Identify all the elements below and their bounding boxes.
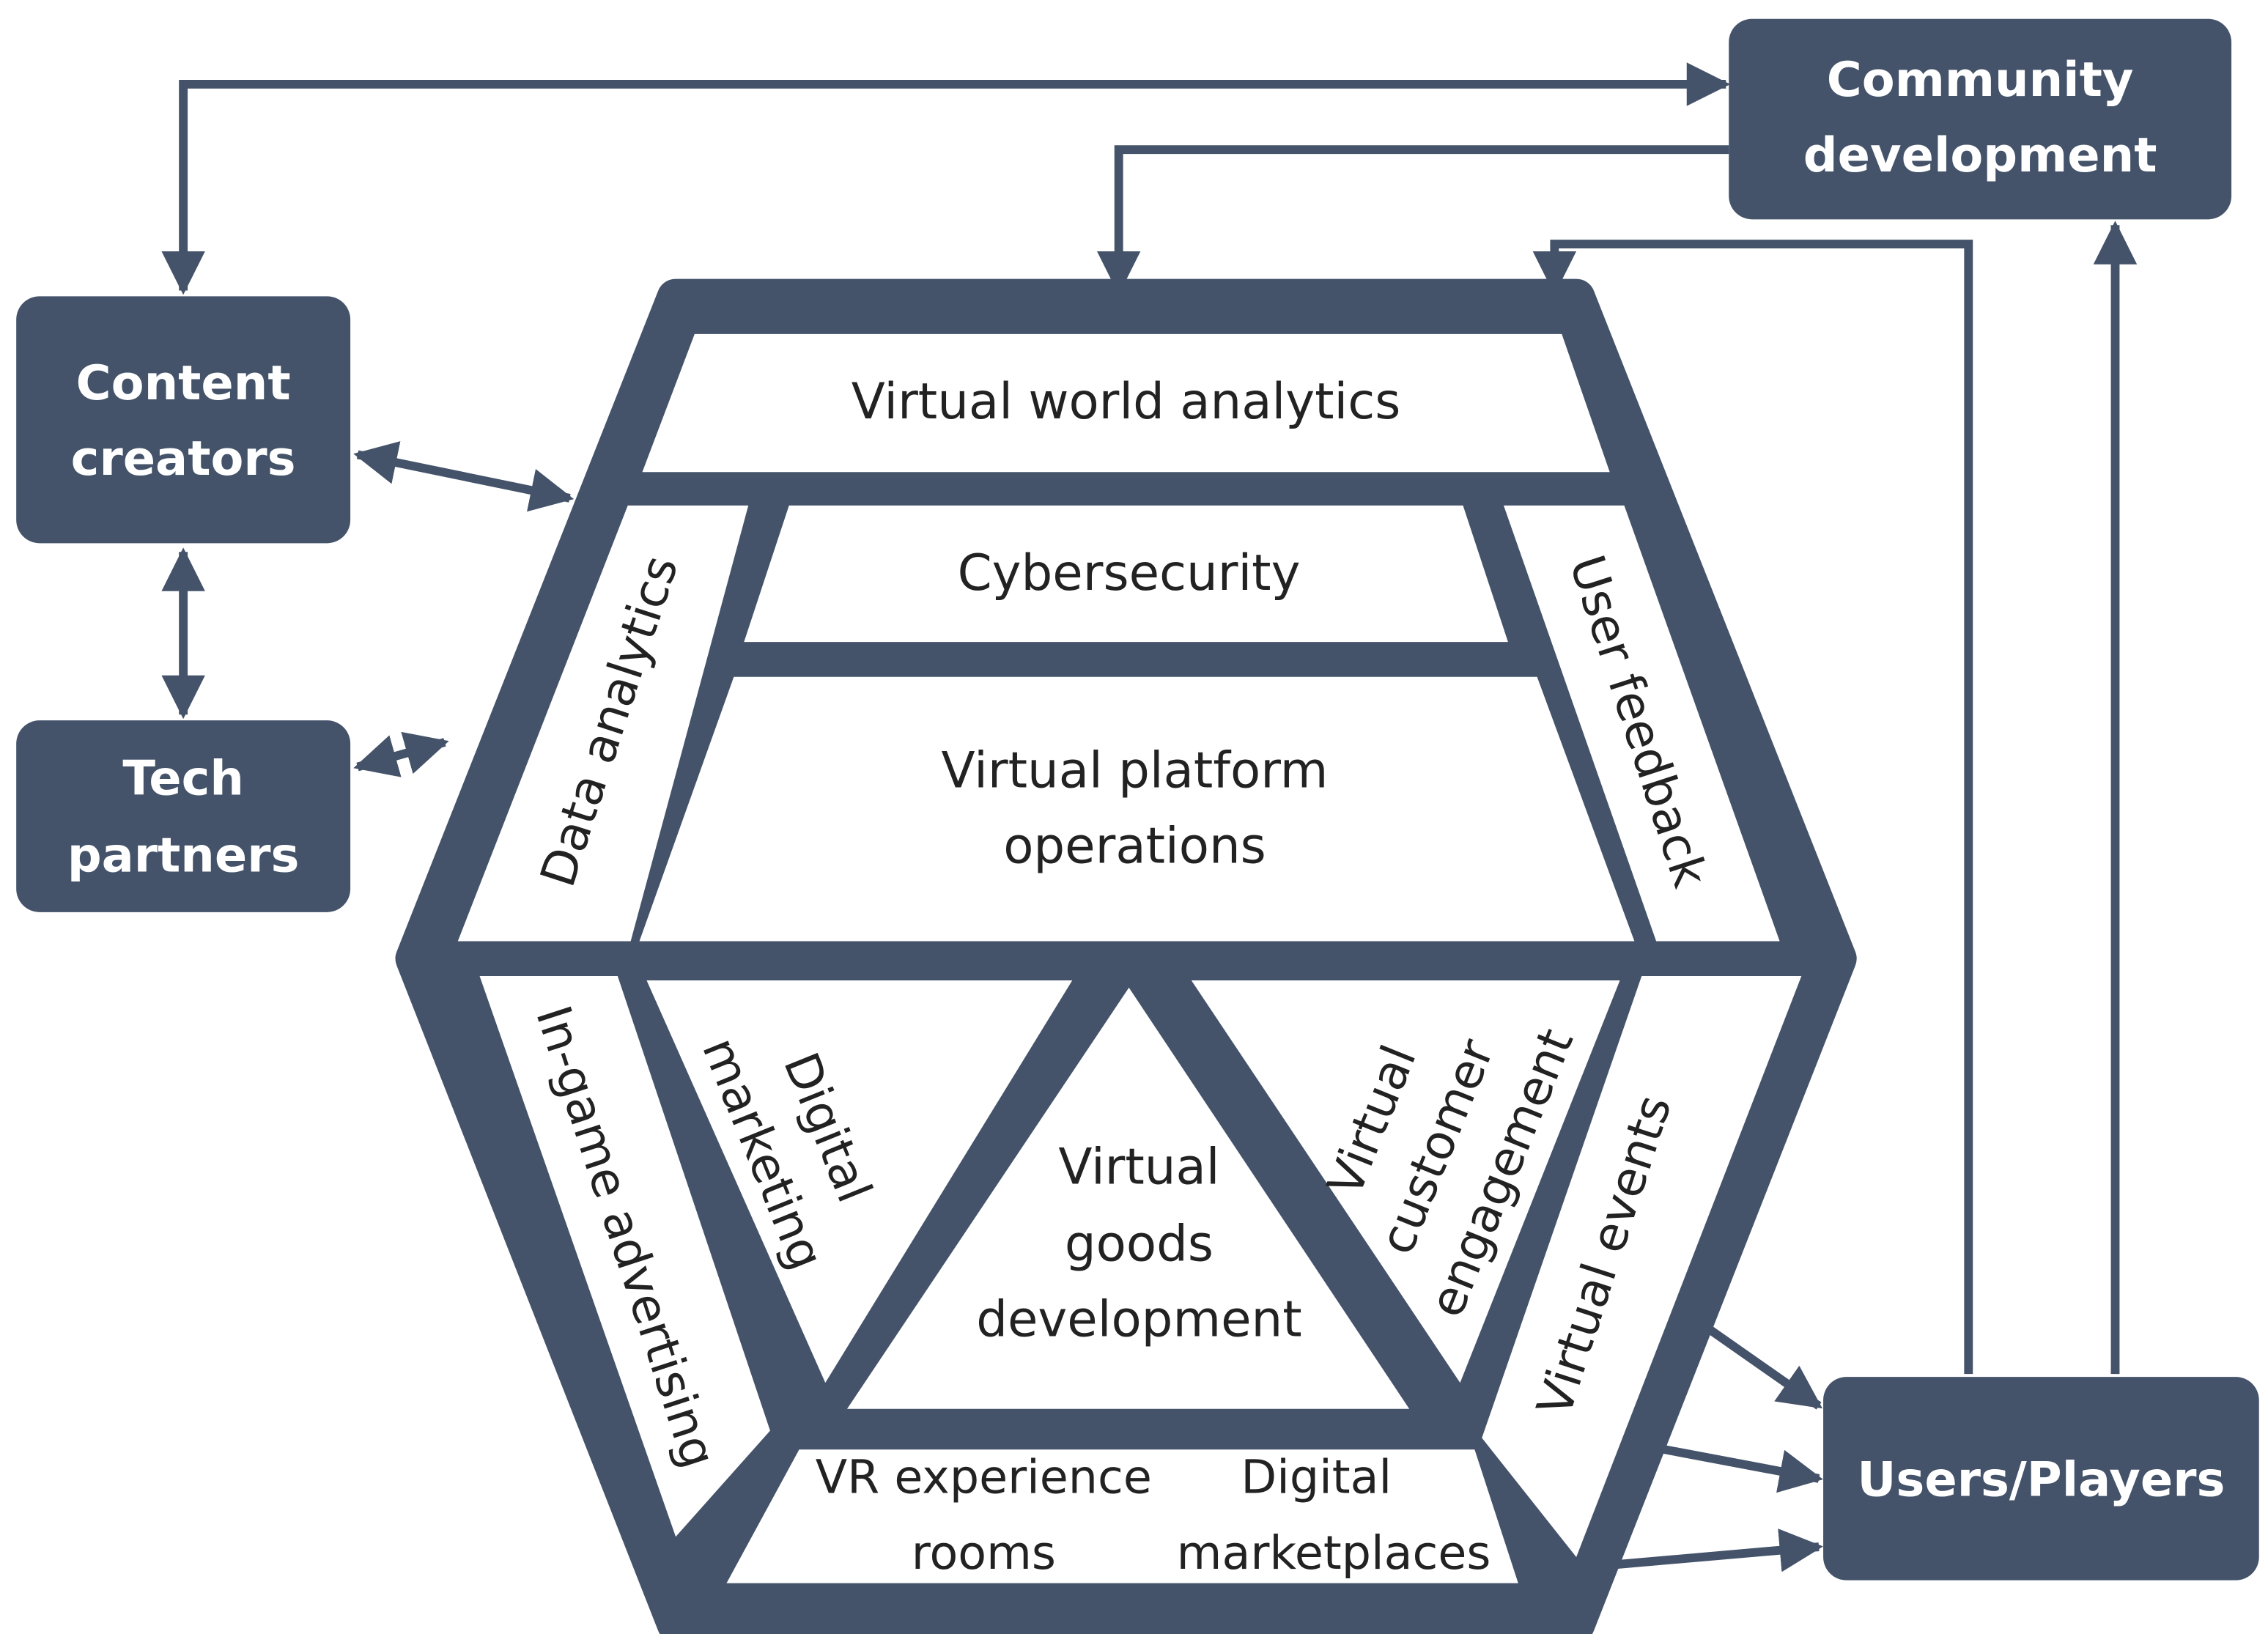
label-virtual-platform-operations-1: Virtual platform — [942, 741, 1329, 799]
arrow-hexagon-to-users-mid — [1641, 1441, 1823, 1493]
users-players-label: Users/Players — [1857, 1452, 2225, 1508]
arrow-users-to-hexagon-top — [1532, 240, 1973, 1375]
content-creators-box — [16, 296, 351, 544]
content-creators-label-2: creators — [71, 431, 296, 487]
cell-user-feedback — [1503, 505, 1780, 942]
cell-virtual-goods-development — [847, 987, 1410, 1409]
label-virtual-goods-development-3: development — [976, 1290, 1301, 1348]
label-digital-marketplaces-2: marketplaces — [1177, 1526, 1491, 1580]
cell-in-game-advertising — [479, 976, 770, 1537]
cell-virtual-events — [1482, 976, 1802, 1557]
label-virtual-world-analytics: Virtual world analytics — [852, 372, 1401, 430]
tech-partners-label-1: Tech — [122, 750, 244, 806]
users-players-box — [1823, 1377, 2259, 1581]
cell-virtual-platform-operations — [639, 676, 1635, 942]
community-development-label-1: Community — [1827, 52, 2134, 108]
arrow-hexagon-to-users-bottom — [1602, 1528, 1824, 1572]
arrow-creators-hexagon — [353, 441, 575, 512]
arrow-community-to-hexagon — [1096, 145, 1729, 295]
cell-bottom-band — [726, 1449, 1518, 1583]
label-cybersecurity: Cybersecurity — [958, 544, 1301, 602]
tech-partners-box — [16, 720, 351, 912]
label-vr-experience-rooms-1: VR experience — [816, 1450, 1152, 1504]
content-creators-label-1: Content — [76, 355, 291, 411]
arrow-tech-hexagon — [353, 731, 449, 777]
label-vr-experience-rooms-2: rooms — [912, 1526, 1056, 1580]
label-digital-marketplaces-1: Digital — [1241, 1450, 1392, 1504]
tech-partners-label-2: partners — [67, 827, 300, 883]
label-virtual-goods-development-2: goods — [1065, 1215, 1214, 1273]
label-virtual-platform-operations-2: operations — [1003, 816, 1266, 874]
community-development-box — [1729, 18, 2232, 220]
label-virtual-goods-development-1: Virtual — [1058, 1138, 1219, 1196]
cell-digital-marketing — [646, 980, 1073, 1383]
community-development-label-2: development — [1803, 127, 2157, 183]
cell-data-analytics — [457, 505, 749, 942]
cell-virtual-world-analytics — [642, 333, 1610, 473]
cell-virtual-customer-engagement — [1191, 980, 1620, 1383]
arrow-creators-to-community — [161, 62, 1731, 295]
cell-cybersecurity — [744, 505, 1508, 643]
arrow-events-to-users — [1700, 1320, 1822, 1410]
